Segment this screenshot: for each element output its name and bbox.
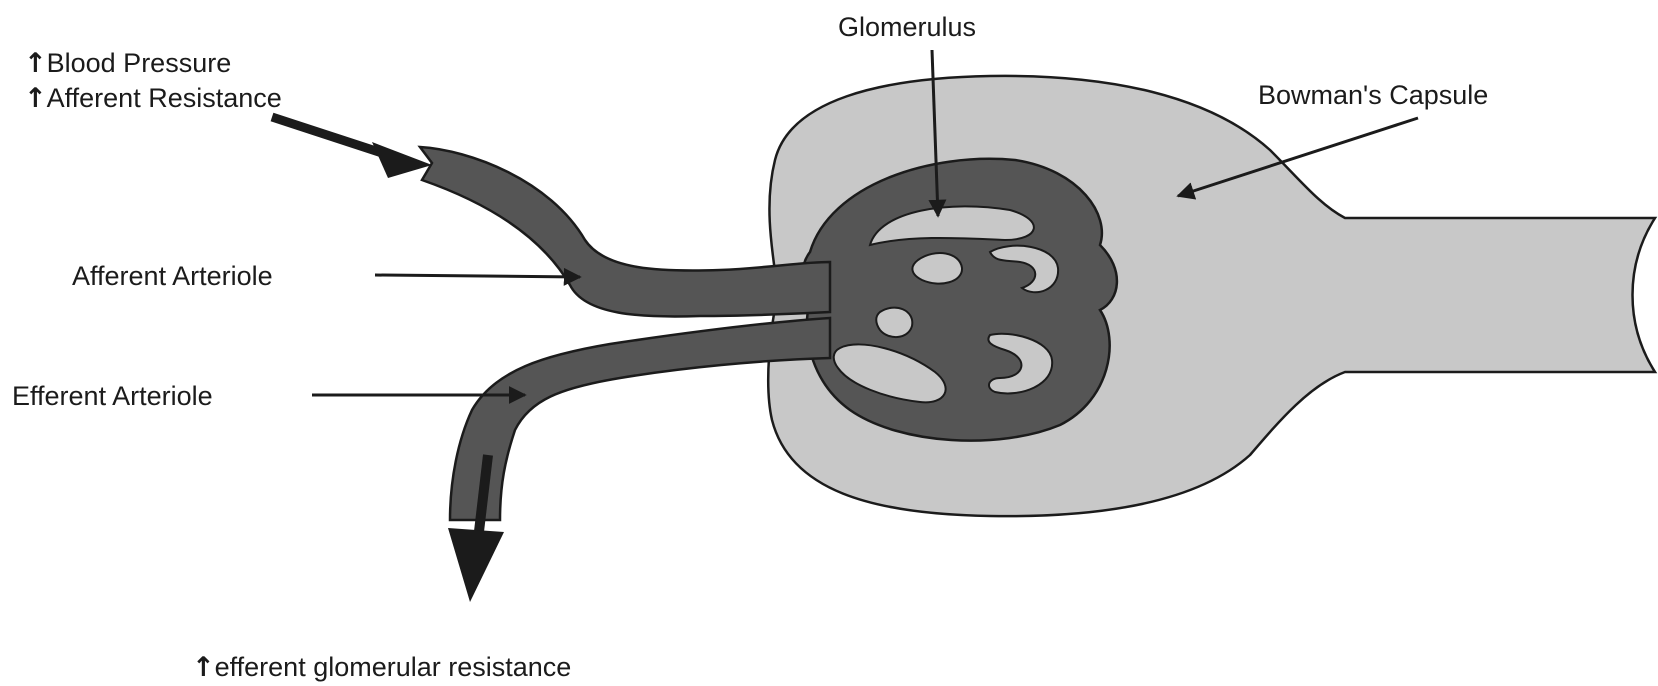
afferent-arteriole-label: Afferent Arteriole	[72, 261, 273, 291]
efferent-glomerular-resistance-label: ↑efferent glomerular resistance	[192, 652, 571, 683]
glomerulus-label: Glomerulus	[838, 12, 976, 42]
afferent-arteriole-pointer	[375, 275, 580, 277]
efferent-arteriole-label: Efferent Arteriole	[12, 381, 213, 411]
blood-pressure-label: ↑Blood Pressure	[24, 48, 231, 79]
afferent-resistance-label: ↑Afferent Resistance	[24, 83, 282, 114]
capillary-lumen	[912, 253, 962, 284]
efferent-outflow-arrowhead	[448, 528, 504, 602]
capillary-lumen	[876, 308, 912, 337]
bowmans-capsule-label: Bowman's Capsule	[1258, 80, 1488, 110]
efferent-glomerular-resistance-text: efferent glomerular resistance	[215, 652, 572, 682]
blood-pressure-text: Blood Pressure	[47, 48, 232, 78]
blood-inflow-arrow	[272, 117, 388, 155]
afferent-resistance-text: Afferent Resistance	[47, 83, 282, 113]
afferent-arteriole-vessel	[420, 147, 830, 316]
glomerular-tuft	[803, 159, 1117, 441]
